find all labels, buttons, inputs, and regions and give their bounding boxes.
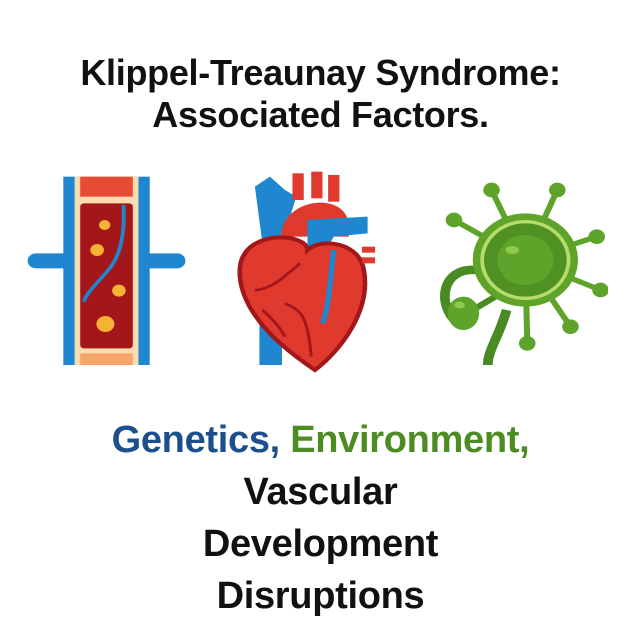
environment-label: Environment, [290,419,530,461]
title-line-1: Klippel-Treaunay Syndrome: [80,52,561,93]
caption-line-1: Genetics, Environment, [0,414,641,466]
caption: Genetics, Environment, Vascular Developm… [0,414,641,622]
page-title: Klippel-Treaunay Syndrome: Associated Fa… [0,52,641,136]
caption-line-2: Vascular [243,471,398,513]
heart-icon [237,171,376,373]
blood-vessel-icon [27,176,186,365]
genetics-label: Genetics, [111,419,281,461]
caption-line-3: Development [202,523,439,565]
virus-icon [440,182,608,366]
title-line-2: Associated Factors. [152,94,489,135]
caption-line-4: Disruptions [216,575,425,617]
icons-row [27,171,608,373]
